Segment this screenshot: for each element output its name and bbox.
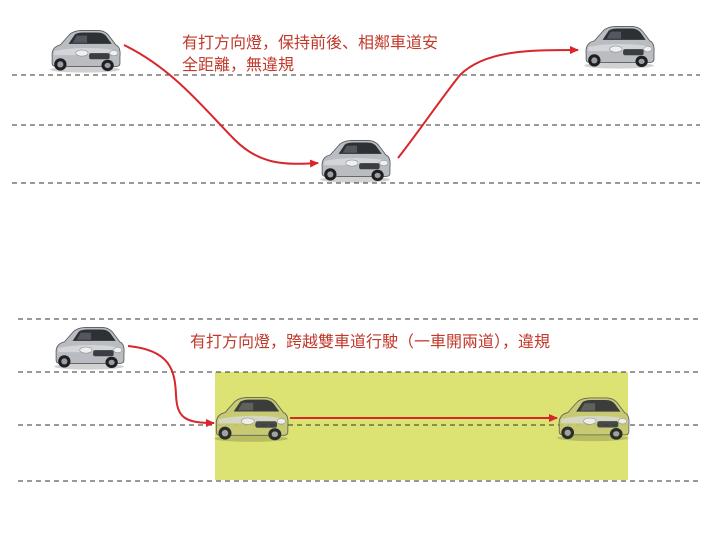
top-arrow-change-down [123, 44, 319, 168]
top-scenario-caption: 有打方向燈，保持前後、相鄰車道安 全距離，無違規 [182, 33, 439, 74]
car-top-start [49, 29, 121, 74]
car-top-end [583, 25, 655, 70]
top-arrow-change-up [397, 46, 579, 159]
top-lane-lines [12, 74, 700, 184]
bottom-scenario-caption: 有打方向燈，跨越雙車道行駛（一車開兩道），違規 [190, 332, 551, 351]
car-top-middle [319, 139, 391, 184]
car-bottom-start [53, 326, 125, 371]
bottom-arrow-merge [127, 345, 215, 427]
